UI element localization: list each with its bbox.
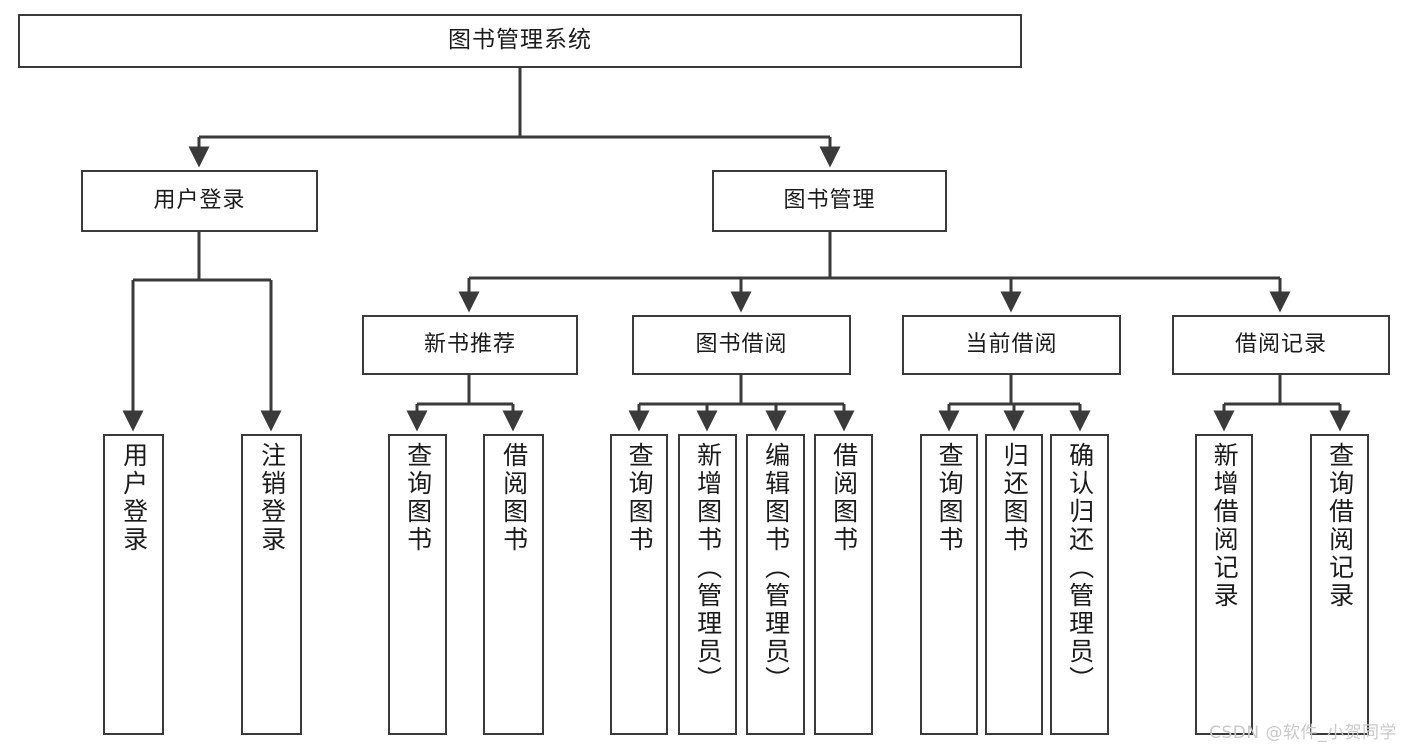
node-leaf-add-book[interactable]: 新增图书（管理员） — [678, 434, 737, 735]
node-leaf-query-book-2[interactable]: 查询图书 — [610, 434, 668, 735]
node-current-borrow-label: 当前借阅 — [965, 332, 1058, 358]
node-leaf-edit-book-label: 编辑图书（管理员） — [761, 442, 791, 694]
node-root-label: 图书管理系统 — [448, 27, 592, 54]
node-leaf-query-book-1-label: 查询图书 — [403, 442, 433, 554]
node-leaf-borrow-book-2[interactable]: 借阅图书 — [814, 434, 873, 735]
node-leaf-logout-login-label: 注销登录 — [257, 442, 287, 554]
node-user-login-label: 用户登录 — [153, 188, 246, 214]
node-leaf-query-book-1[interactable]: 查询图书 — [388, 434, 447, 735]
node-book-management[interactable]: 图书管理 — [712, 170, 947, 232]
node-leaf-query-record[interactable]: 查询借阅记录 — [1310, 434, 1369, 735]
node-book-management-label: 图书管理 — [783, 188, 876, 214]
node-borrow-record[interactable]: 借阅记录 — [1172, 315, 1390, 375]
node-leaf-query-book-2-label: 查询图书 — [625, 442, 655, 554]
node-new-book-recommend-label: 新书推荐 — [423, 332, 516, 358]
node-leaf-borrow-book-1[interactable]: 借阅图书 — [483, 434, 544, 735]
node-leaf-confirm-return-label: 确认归还（管理员） — [1065, 442, 1095, 694]
node-current-borrow[interactable]: 当前借阅 — [902, 315, 1121, 375]
node-borrow-record-label: 借阅记录 — [1234, 332, 1327, 358]
node-leaf-add-record[interactable]: 新增借阅记录 — [1195, 434, 1253, 735]
node-leaf-user-login-label: 用户登录 — [119, 442, 149, 554]
node-leaf-borrow-book-1-label: 借阅图书 — [499, 442, 529, 554]
node-root[interactable]: 图书管理系统 — [18, 14, 1022, 68]
node-leaf-confirm-return[interactable]: 确认归还（管理员） — [1050, 434, 1109, 735]
node-leaf-edit-book[interactable]: 编辑图书（管理员） — [746, 434, 805, 735]
node-leaf-user-login[interactable]: 用户登录 — [103, 434, 164, 735]
node-leaf-return-book-label: 归还图书 — [1000, 442, 1030, 554]
node-leaf-query-record-label: 查询借阅记录 — [1325, 442, 1355, 610]
node-book-borrow-label: 图书借阅 — [695, 332, 788, 358]
node-user-login[interactable]: 用户登录 — [81, 170, 318, 232]
node-leaf-logout-login[interactable]: 注销登录 — [241, 434, 302, 735]
node-leaf-add-book-label: 新增图书（管理员） — [693, 442, 723, 694]
node-leaf-query-book-3[interactable]: 查询图书 — [920, 434, 978, 735]
node-leaf-borrow-book-2-label: 借阅图书 — [829, 442, 859, 554]
node-leaf-add-record-label: 新增借阅记录 — [1210, 442, 1240, 610]
node-book-borrow[interactable]: 图书借阅 — [632, 315, 851, 375]
node-leaf-query-book-3-label: 查询图书 — [935, 442, 965, 554]
node-leaf-return-book[interactable]: 归还图书 — [985, 434, 1043, 735]
node-new-book-recommend[interactable]: 新书推荐 — [362, 315, 578, 375]
